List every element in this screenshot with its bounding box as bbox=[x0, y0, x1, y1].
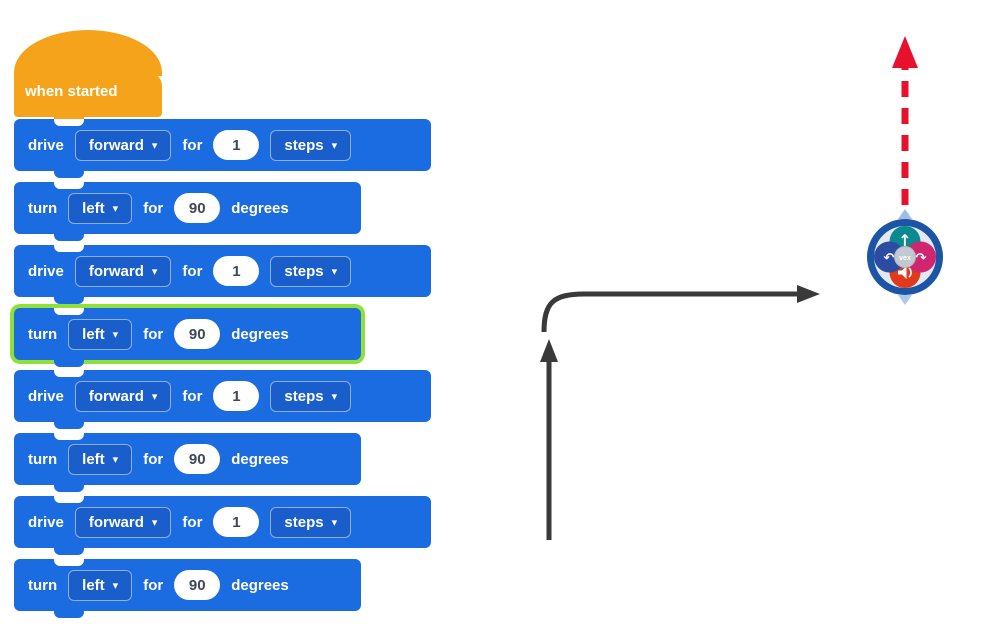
chevron-down-icon: ▾ bbox=[331, 390, 338, 403]
robot-center-hub bbox=[894, 246, 916, 268]
dropdown-value: left bbox=[82, 576, 105, 594]
value-input[interactable]: 1 bbox=[213, 381, 260, 411]
block-verb: turn bbox=[28, 576, 58, 594]
direction-dropdown[interactable]: forward ▾ bbox=[74, 255, 172, 287]
dropdown-value: steps bbox=[284, 387, 324, 405]
direction-dropdown[interactable]: forward ▾ bbox=[74, 380, 172, 412]
chevron-down-icon: ▾ bbox=[112, 453, 119, 466]
block-label-unit: degrees bbox=[231, 325, 289, 343]
dropdown-value: left bbox=[82, 450, 105, 468]
block-label-for: for bbox=[143, 325, 164, 343]
value-input[interactable]: 1 bbox=[213, 507, 260, 537]
block-verb: drive bbox=[28, 136, 64, 154]
code-canvas: when started drive forward ▾ for 1 steps… bbox=[14, 30, 431, 618]
robot-turn-left-icon: ↶ bbox=[884, 251, 895, 266]
drive-block[interactable]: drive forward ▾ for 1 steps ▾ bbox=[14, 119, 431, 178]
direction-dropdown[interactable]: left ▾ bbox=[68, 192, 133, 224]
chevron-down-icon: ▾ bbox=[331, 139, 338, 152]
path-turn-right-arrow bbox=[541, 285, 820, 333]
hat-label: when started bbox=[25, 83, 118, 100]
dropdown-value: left bbox=[82, 325, 105, 343]
block-verb: turn bbox=[28, 325, 58, 343]
block-label-for: for bbox=[143, 450, 164, 468]
turn-block[interactable]: turn left ▾ for 90 degrees bbox=[14, 433, 361, 492]
dropdown-value: steps bbox=[284, 136, 324, 154]
chevron-down-icon: ▾ bbox=[331, 516, 338, 529]
block-label-unit: degrees bbox=[231, 199, 289, 217]
robot-heading-handle-top bbox=[898, 209, 912, 219]
robot-center-label: vex bbox=[899, 255, 911, 262]
block-label-unit: degrees bbox=[231, 576, 289, 594]
robot-turn-right-icon: ↷ bbox=[916, 251, 927, 266]
block-label-for: for bbox=[182, 262, 203, 280]
dropdown-value: left bbox=[82, 199, 105, 217]
unit-dropdown[interactable]: steps ▾ bbox=[270, 255, 352, 287]
dropdown-value: steps bbox=[284, 513, 324, 531]
turn-block-highlighted[interactable]: turn left ▾ for 90 degrees bbox=[14, 308, 361, 367]
block-label-for: for bbox=[143, 199, 164, 217]
chevron-down-icon: ▾ bbox=[112, 579, 119, 592]
drive-block[interactable]: drive forward ▾ for 1 steps ▾ bbox=[14, 245, 431, 304]
chevron-down-icon: ▾ bbox=[112, 202, 119, 215]
direction-dropdown[interactable]: left ▾ bbox=[68, 443, 133, 475]
value-input[interactable]: 90 bbox=[174, 193, 221, 223]
value-input[interactable]: 1 bbox=[213, 130, 260, 160]
chevron-down-icon: ▾ bbox=[151, 516, 158, 529]
chevron-down-icon: ▾ bbox=[331, 265, 338, 278]
dropdown-value: forward bbox=[88, 387, 144, 405]
value-input[interactable]: 90 bbox=[174, 319, 221, 349]
block-verb: turn bbox=[28, 450, 58, 468]
robot-sound-icon bbox=[898, 266, 912, 279]
robot-heading-handle-bottom bbox=[898, 295, 912, 305]
value-input[interactable]: 90 bbox=[174, 444, 221, 474]
dropdown-value: forward bbox=[88, 262, 144, 280]
block-verb: drive bbox=[28, 513, 64, 531]
dropdown-value: forward bbox=[88, 136, 144, 154]
block-label-for: for bbox=[182, 387, 203, 405]
path-up-arrow bbox=[540, 339, 558, 540]
turn-block[interactable]: turn left ▾ for 90 degrees bbox=[14, 559, 361, 618]
chevron-down-icon: ▾ bbox=[112, 328, 119, 341]
value-input[interactable]: 1 bbox=[213, 256, 260, 286]
turn-block[interactable]: turn left ▾ for 90 degrees bbox=[14, 182, 361, 241]
block-verb: drive bbox=[28, 262, 64, 280]
direction-dropdown[interactable]: left ▾ bbox=[68, 569, 133, 601]
vr-robot: ↑ ↶ ↷ vex bbox=[867, 219, 943, 295]
unit-dropdown[interactable]: steps ▾ bbox=[270, 380, 352, 412]
drive-block[interactable]: drive forward ▾ for 1 steps ▾ bbox=[14, 370, 431, 429]
value-input[interactable]: 90 bbox=[174, 570, 221, 600]
direction-dropdown[interactable]: left ▾ bbox=[68, 318, 133, 350]
dropdown-value: steps bbox=[284, 262, 324, 280]
heading-arrow bbox=[892, 36, 918, 205]
unit-dropdown[interactable]: steps ▾ bbox=[270, 129, 352, 161]
dropdown-value: forward bbox=[88, 513, 144, 531]
unit-dropdown[interactable]: steps ▾ bbox=[270, 506, 352, 538]
direction-dropdown[interactable]: forward ▾ bbox=[74, 506, 172, 538]
direction-dropdown[interactable]: forward ▾ bbox=[74, 129, 172, 161]
block-label-for: for bbox=[143, 576, 164, 594]
block-verb: drive bbox=[28, 387, 64, 405]
chevron-down-icon: ▾ bbox=[151, 139, 158, 152]
robot-forward-arrow-icon: ↑ bbox=[898, 231, 911, 250]
drive-block[interactable]: drive forward ▾ for 1 steps ▾ bbox=[14, 496, 431, 555]
block-label-for: for bbox=[182, 136, 203, 154]
block-verb: turn bbox=[28, 199, 58, 217]
chevron-down-icon: ▾ bbox=[151, 265, 158, 278]
chevron-down-icon: ▾ bbox=[151, 390, 158, 403]
block-label-unit: degrees bbox=[231, 450, 289, 468]
block-label-for: for bbox=[182, 513, 203, 531]
